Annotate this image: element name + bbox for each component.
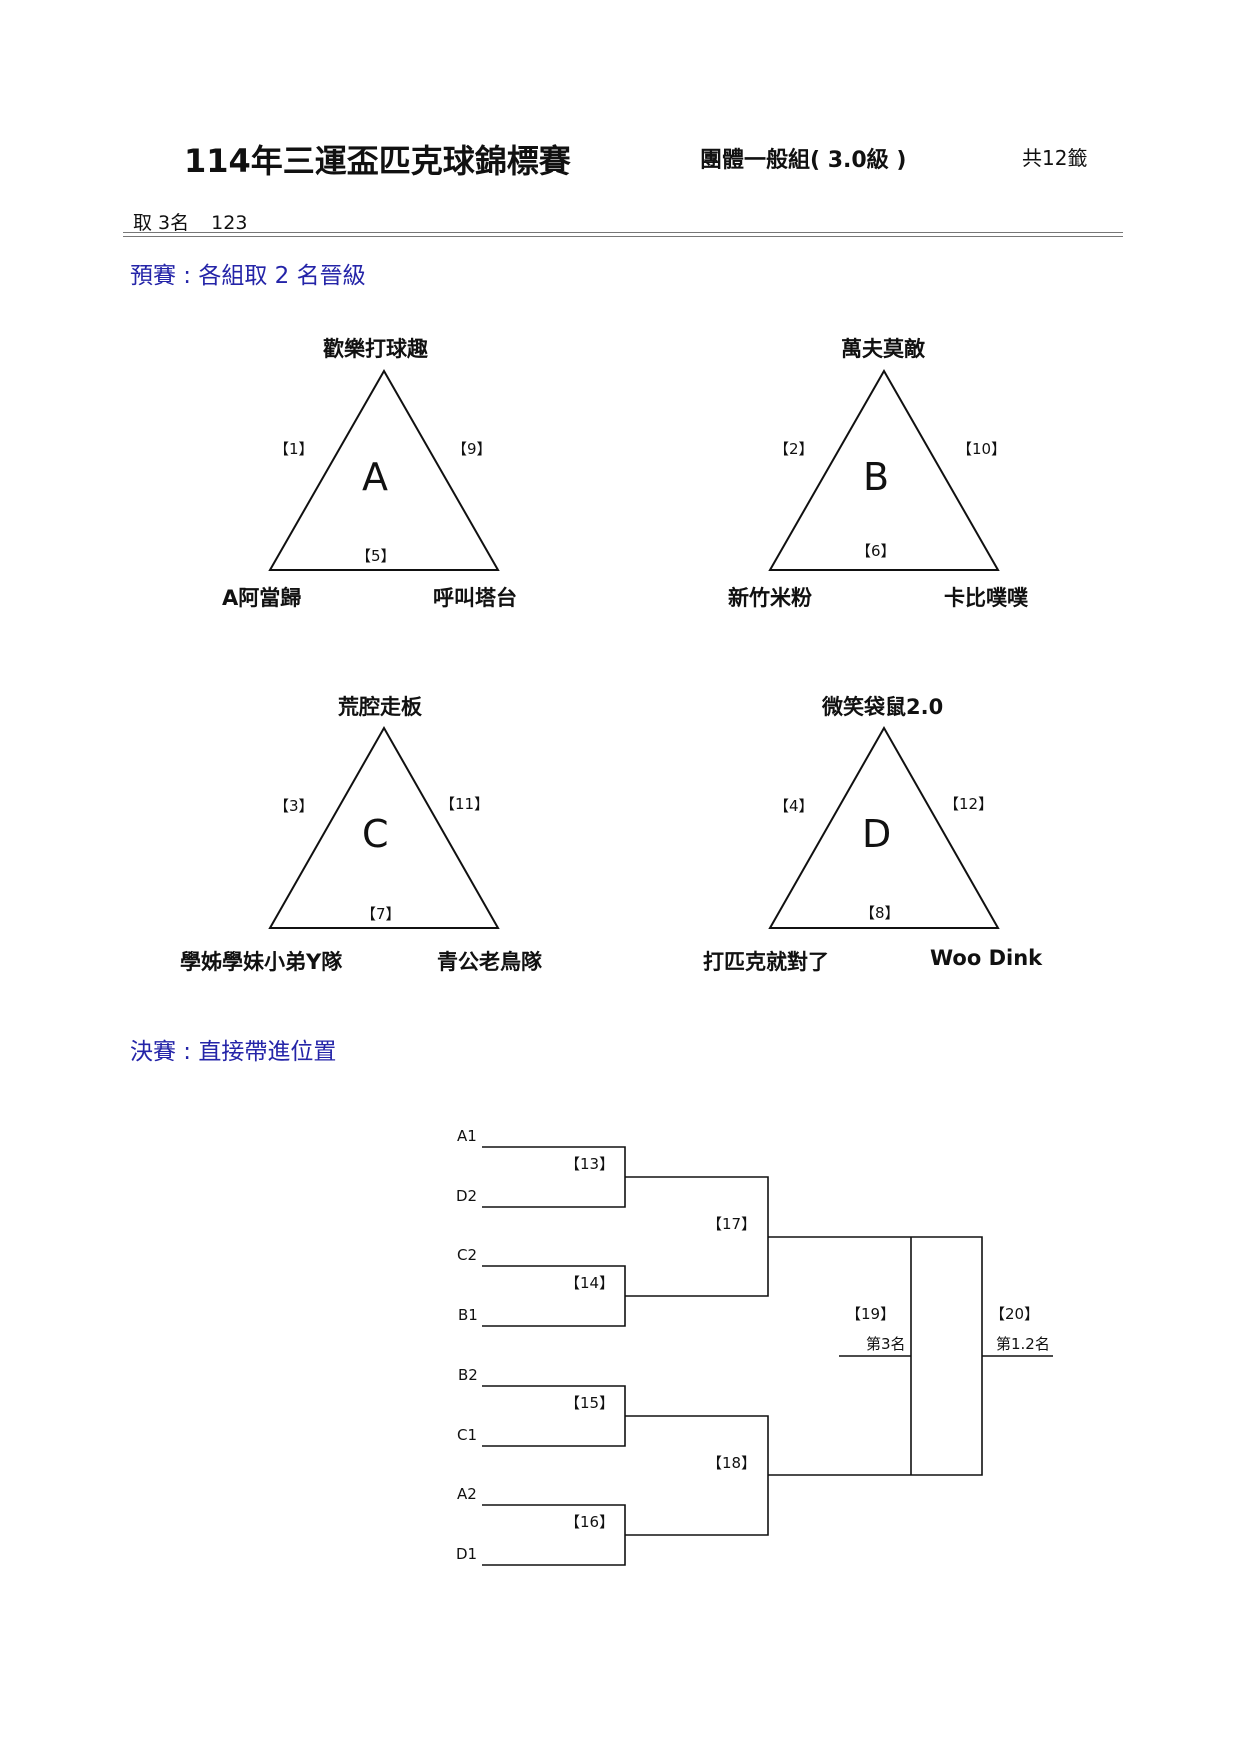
group-c-match-bottom: 【7】: [361, 905, 401, 923]
bracket-18: [625, 1415, 769, 1536]
match-number: 【20】: [990, 1305, 1040, 1323]
group-c-letter: C: [362, 812, 389, 856]
group-c-triangle: [268, 725, 500, 929]
group-d-right-team: Woo Dink: [930, 946, 1043, 970]
match-number: 【17】: [707, 1215, 757, 1233]
take-label: 取 3名: [133, 212, 190, 234]
group-b-right-team: 卡比噗噗: [944, 586, 1028, 610]
page-title: 114年三運盃匹克球錦標賽: [184, 142, 571, 180]
division-label: 團體一般組( 3.0級 ): [700, 148, 907, 173]
slot-label: C1: [457, 1426, 478, 1444]
bracket-lines: [482, 1146, 1053, 1566]
slot-label: A2: [457, 1485, 477, 1503]
group-a-letter: A: [362, 455, 388, 499]
group-d-match-bottom: 【8】: [860, 904, 900, 922]
slot-label: D2: [456, 1187, 478, 1205]
group-b-match-right: 【10】: [957, 440, 1007, 458]
group-c-right-team: 青公老鳥隊: [437, 950, 542, 974]
header-rule-top: [123, 232, 1123, 233]
draw-count: 共12籤: [1022, 146, 1088, 170]
prelim-heading: 預賽 : 各組取 2 名晉級: [130, 263, 366, 289]
qualifier-info: 取 3名 123: [133, 208, 269, 235]
group-c-match-right: 【11】: [440, 795, 490, 813]
group-c-top-team: 荒腔走板: [338, 695, 422, 719]
match-number: 【16】: [565, 1513, 615, 1531]
champion-label: 第1.2名: [996, 1335, 1050, 1353]
group-c-left-team: 學姊學妹小弟Y隊: [180, 950, 343, 974]
group-d-match-right: 【12】: [944, 795, 994, 813]
group-a-match-bottom: 【5】: [356, 547, 396, 565]
header-rule-bottom: [123, 236, 1123, 237]
group-b-match-left: 【2】: [774, 440, 814, 458]
group-a-left-team: A阿當歸: [222, 586, 302, 610]
group-d-match-left: 【4】: [774, 797, 814, 815]
match-number: 【15】: [565, 1394, 615, 1412]
group-a-match-right: 【9】: [452, 440, 492, 458]
group-b-letter: B: [863, 455, 890, 499]
group-b-top-team: 萬夫莫敵: [841, 337, 925, 361]
slot-label: B1: [458, 1306, 478, 1324]
group-a-top-team: 歡樂打球趣: [323, 337, 428, 361]
match-number: 【19】: [846, 1305, 896, 1323]
slot-label: A1: [457, 1127, 477, 1145]
match-number: 【13】: [565, 1155, 615, 1173]
final-heading: 決賽 : 直接帶進位置: [130, 1039, 337, 1065]
match-number: 【18】: [707, 1454, 757, 1472]
group-c-match-left: 【3】: [274, 797, 314, 815]
group-d-left-team: 打匹克就對了: [703, 950, 829, 974]
group-a-right-team: 呼叫塔台: [433, 586, 517, 610]
third-place-label: 第3名: [866, 1335, 906, 1353]
group-b-triangle: [768, 368, 1000, 571]
group-d-triangle: [768, 725, 1000, 929]
group-a-match-left: 【1】: [274, 440, 314, 458]
slot-label: C2: [457, 1246, 478, 1264]
group-a-triangle: [268, 368, 500, 571]
group-b-left-team: 新竹米粉: [728, 586, 812, 610]
take-value: 123: [211, 212, 248, 234]
group-d-letter: D: [862, 812, 892, 856]
group-d-top-team: 微笑袋鼠2.0: [822, 695, 944, 719]
slot-label: D1: [456, 1545, 478, 1563]
group-b-match-bottom: 【6】: [856, 542, 896, 560]
slot-label: B2: [458, 1366, 478, 1384]
match-number: 【14】: [565, 1274, 615, 1292]
bracket-17: [625, 1176, 769, 1297]
